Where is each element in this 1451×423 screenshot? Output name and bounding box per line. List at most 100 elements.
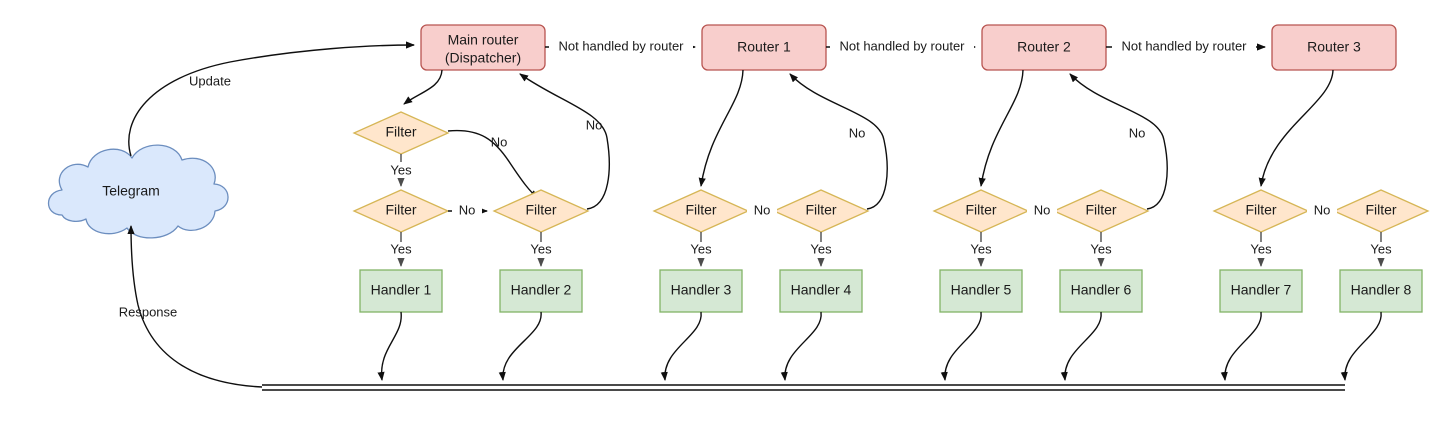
edge-label-yes-8: Yes xyxy=(1250,241,1272,256)
yes-label-bg-3 xyxy=(525,242,557,258)
edge-label-bg-1 xyxy=(549,38,693,56)
handler-handler-2-label: Handler 2 xyxy=(511,282,572,298)
router-router-3[interactable]: Router 3 xyxy=(1271,24,1397,71)
handler-handler-8-box xyxy=(1339,269,1423,313)
handler-handler-7-box xyxy=(1219,269,1303,313)
edge-handler-6-to-bus xyxy=(1060,311,1102,381)
edge-label-no-filter-3: No xyxy=(754,202,771,217)
yes-label-bg-9 xyxy=(1365,242,1397,258)
edge-label-no-filter-a: No xyxy=(491,134,508,149)
edge-label-yes-1: Yes xyxy=(390,162,412,177)
router-main-router[interactable]: Main router (Dispatcher) xyxy=(420,24,546,71)
edge-handler-3-to-bus xyxy=(660,311,702,381)
handler-handler-3-box xyxy=(659,269,743,313)
no-label-bg-4 xyxy=(1307,203,1337,219)
filter-filter-2[interactable]: Filter xyxy=(492,189,590,233)
edge-filter-a-no-to-filter-c xyxy=(447,129,539,199)
filter-filter-4-label: Filter xyxy=(805,202,836,218)
filter-filter-1[interactable]: Filter xyxy=(352,189,450,233)
edge-label-not-handled-3: Not handled by router xyxy=(1121,38,1247,53)
no-label-bg-3 xyxy=(1027,203,1057,219)
edge-label-yes-6: Yes xyxy=(970,241,992,256)
handler-handler-3-label: Handler 3 xyxy=(671,282,732,298)
handler-handler-5-label: Handler 5 xyxy=(951,282,1012,298)
handler-handler-5-box xyxy=(939,269,1023,313)
yes-label-bg-8 xyxy=(1245,242,1277,258)
handler-handler-1-box xyxy=(359,269,443,313)
edge-filter-c-no-to-mainrouter xyxy=(519,73,610,210)
handler-handler-4-box xyxy=(779,269,863,313)
filter-filter-5-label: Filter xyxy=(965,202,996,218)
edge-label-not-handled-2: Not handled by router xyxy=(839,38,965,53)
router-router-1-label-line1: Router 1 xyxy=(737,39,791,55)
yes-label-bg-2 xyxy=(385,242,417,258)
edge-label-response: Response xyxy=(119,304,178,319)
filter-filter-5[interactable]: Filter xyxy=(932,189,1030,233)
filter-filter-6-label: Filter xyxy=(1085,202,1116,218)
handler-handler-7-label: Handler 7 xyxy=(1231,282,1292,298)
edge-label-no-router1: No xyxy=(849,125,866,140)
telegram-cloud-node[interactable]: Telegram xyxy=(47,144,229,239)
handler-handler-8[interactable]: Handler 8 xyxy=(1339,269,1423,313)
edge-label-update: Update xyxy=(189,73,231,88)
edge-label-no-mainrouter: No xyxy=(586,117,603,132)
edge-mainrouter-to-filter-a xyxy=(403,69,443,105)
filter-filter-7[interactable]: Filter xyxy=(1212,189,1310,233)
edge-label-yes-4: Yes xyxy=(690,241,712,256)
handler-handler-5[interactable]: Handler 5 xyxy=(939,269,1023,313)
edge-label-yes-5: Yes xyxy=(810,241,832,256)
handler-handler-7[interactable]: Handler 7 xyxy=(1219,269,1303,313)
edge-handler-1-to-bus xyxy=(377,311,402,381)
no-label-bg-2 xyxy=(747,203,777,219)
filter-filter-2-label: Filter xyxy=(525,202,556,218)
handler-handler-3[interactable]: Handler 3 xyxy=(659,269,743,313)
router-router-2[interactable]: Router 2 xyxy=(981,24,1107,71)
edge-label-no-filter-5: No xyxy=(1034,202,1051,217)
edge-handler-8-to-bus xyxy=(1340,311,1382,381)
edge-filter-6-no-to-router2 xyxy=(1069,73,1168,210)
handler-handler-4-label: Handler 4 xyxy=(791,282,852,298)
edge-label-yes-9: Yes xyxy=(1370,241,1392,256)
edge-handler-4-to-bus xyxy=(780,311,822,381)
router-router-3-box xyxy=(1271,24,1397,71)
filter-filter-4[interactable]: Filter xyxy=(772,189,870,233)
handler-handler-2-box xyxy=(499,269,583,313)
edge-label-no-router2: No xyxy=(1129,125,1146,140)
router-router-1[interactable]: Router 1 xyxy=(701,24,827,71)
edge-label-bg-3 xyxy=(1112,38,1256,56)
filter-filter-6[interactable]: Filter xyxy=(1052,189,1150,233)
telegram-label: Telegram xyxy=(102,183,160,199)
filter-filter-3-label: Filter xyxy=(685,202,716,218)
router-router-3-label-line1: Router 3 xyxy=(1307,39,1361,55)
edge-label-no-filter-7: No xyxy=(1314,202,1331,217)
edge-label-yes-2: Yes xyxy=(390,241,412,256)
router-main-router-label-line1: Main router xyxy=(448,32,519,48)
handler-handler-1[interactable]: Handler 1 xyxy=(359,269,443,313)
edge-router1-to-filter-3 xyxy=(698,69,744,187)
edge-label-no-filter-1: No xyxy=(459,202,476,217)
edge-handler-5-to-bus xyxy=(940,311,982,381)
handler-handler-4[interactable]: Handler 4 xyxy=(779,269,863,313)
edge-handler-7-to-bus xyxy=(1220,311,1262,381)
cloud-shape xyxy=(47,144,229,239)
handler-handler-8-label: Handler 8 xyxy=(1351,282,1412,298)
router-main-router-label-line2: (Dispatcher) xyxy=(445,50,521,66)
yes-label-bg-4 xyxy=(685,242,717,258)
handler-handler-1-label: Handler 1 xyxy=(371,282,432,298)
filter-filter-8-label: Filter xyxy=(1365,202,1396,218)
handler-handler-6[interactable]: Handler 6 xyxy=(1059,269,1143,313)
filter-filter-3[interactable]: Filter xyxy=(652,189,750,233)
edge-handler-2-to-bus xyxy=(498,311,542,381)
handler-handler-2[interactable]: Handler 2 xyxy=(499,269,583,313)
edge-filter-4-no-to-router1 xyxy=(789,73,888,210)
edge-label-yes-3: Yes xyxy=(530,241,552,256)
yes-label-bg-5 xyxy=(805,242,837,258)
filter-filter-a[interactable]: Filter xyxy=(352,111,450,155)
edge-update xyxy=(128,41,415,157)
handler-handler-6-label: Handler 6 xyxy=(1071,282,1132,298)
edge-router2-to-filter-5 xyxy=(978,69,1024,187)
filter-filter-8[interactable]: Filter xyxy=(1332,189,1430,233)
edge-label-not-handled-1: Not handled by router xyxy=(558,38,684,53)
